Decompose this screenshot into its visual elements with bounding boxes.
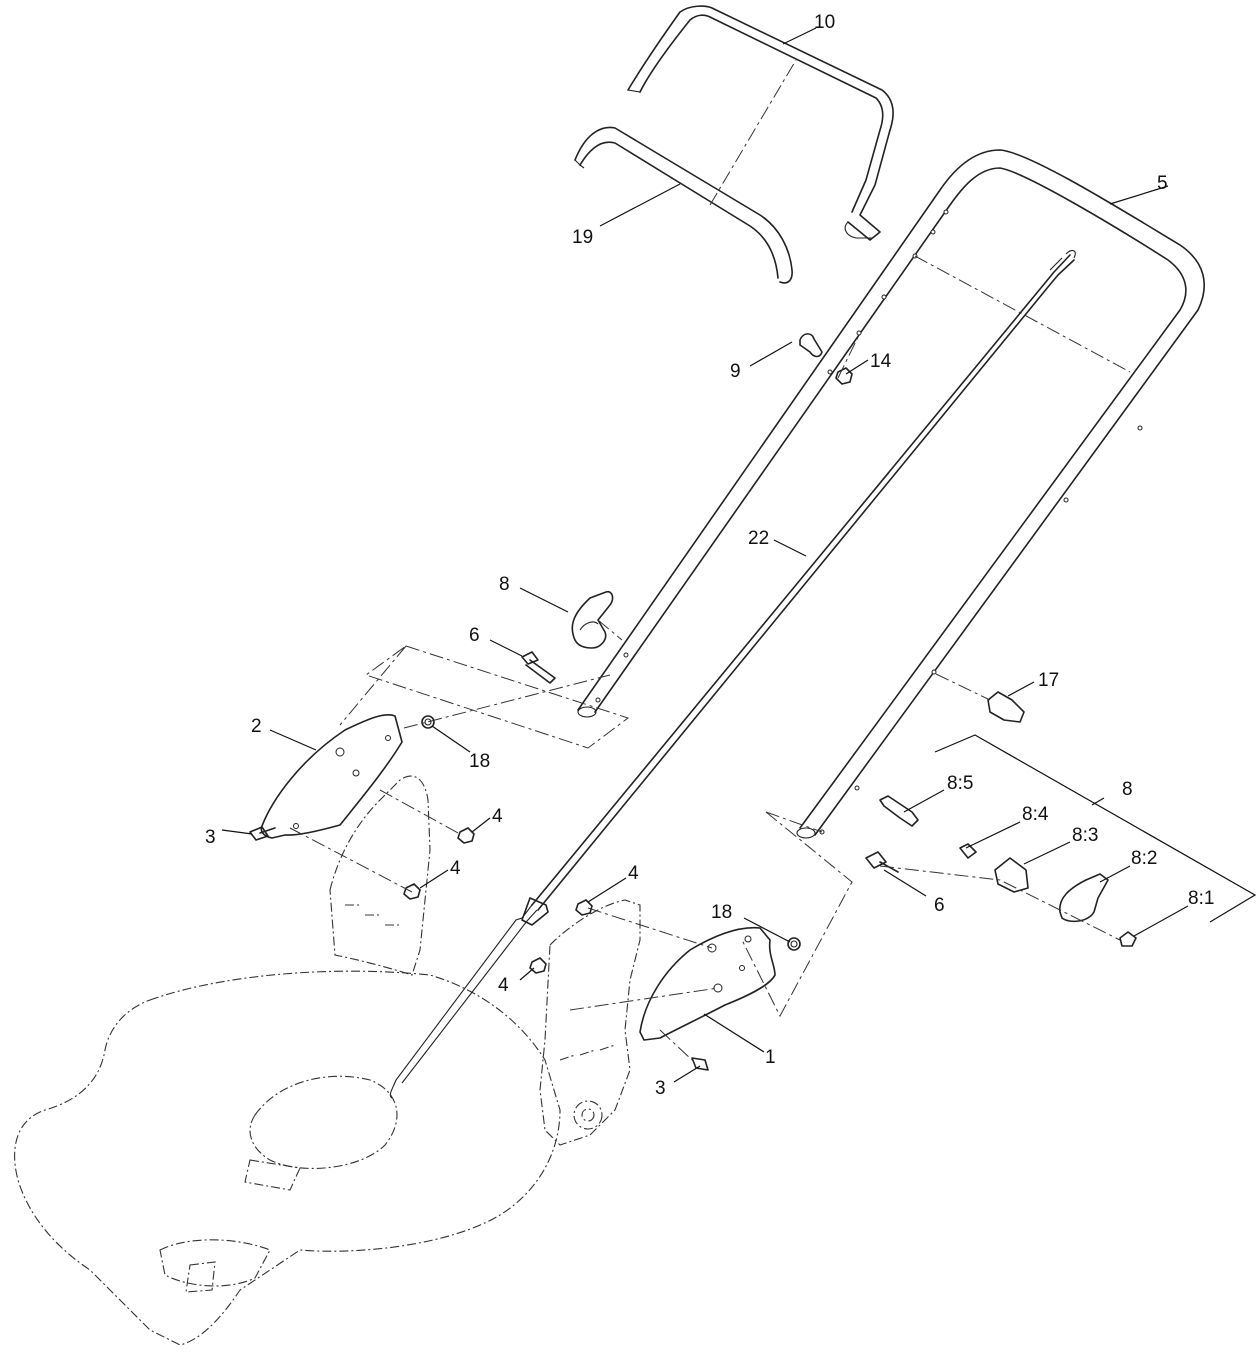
callout-19: 19 — [572, 227, 593, 248]
left-height-bracket — [260, 714, 403, 839]
callout-8-3: 8:3 — [1072, 825, 1098, 846]
callout-17: 17 — [1038, 670, 1059, 691]
callout-4-b: 4 — [450, 858, 461, 879]
nut-4-c — [575, 899, 593, 916]
bolt-18-right — [787, 937, 801, 951]
nut-4-d — [529, 957, 547, 974]
bolt-3-right — [691, 1057, 709, 1071]
callout-2: 2 — [251, 716, 262, 737]
callout-8-1: 8:1 — [1188, 888, 1214, 909]
handle-cover — [574, 126, 793, 284]
mower-deck-ghost — [14, 775, 641, 1346]
bail-handle — [627, 5, 894, 241]
callout-6-right: 6 — [934, 895, 945, 916]
callout-3-left: 3 — [205, 827, 216, 848]
callout-8-upper: 8 — [499, 574, 510, 595]
nut-4-b — [403, 883, 421, 900]
shoulder-bolt-left — [521, 651, 556, 684]
shoulder-bolt-right — [865, 851, 899, 873]
callout-1: 1 — [765, 1047, 776, 1068]
callout-5: 5 — [1157, 173, 1168, 194]
callout-22: 22 — [748, 528, 769, 549]
callout-8-group: 8 — [1122, 779, 1133, 800]
nut-14 — [835, 367, 853, 385]
part-8-1-cap — [1119, 931, 1137, 947]
right-height-bracket — [639, 926, 776, 1041]
callout-9: 9 — [730, 361, 741, 382]
pin-9 — [799, 333, 823, 358]
main-handle — [577, 149, 1205, 839]
assembly-lines — [289, 59, 1131, 1061]
bolt-18-left — [421, 715, 435, 729]
callout-6-left: 6 — [469, 625, 480, 646]
callout-8-5: 8:5 — [947, 773, 973, 794]
leader-lines — [221, 27, 1257, 1083]
callout-8-2: 8:2 — [1131, 848, 1157, 869]
bolt-3-left — [249, 826, 276, 841]
callout-4-a: 4 — [492, 806, 503, 827]
callout-18-right: 18 — [711, 902, 732, 923]
callout-4-d: 4 — [498, 975, 509, 996]
part-8-4-spring — [959, 843, 977, 859]
control-cable — [389, 249, 1076, 1099]
callout-8-4: 8:4 — [1022, 804, 1049, 825]
part-8-3-housing — [994, 857, 1029, 893]
nut-4-a — [457, 827, 475, 844]
callout-18-left: 18 — [469, 751, 490, 772]
callout-labels: 10 19 5 9 14 22 8 6 2 18 3 4 4 4 4 17 8 … — [205, 12, 1214, 1099]
part-8-5-pin — [879, 795, 919, 827]
callout-4-c: 4 — [628, 863, 639, 884]
callout-10: 10 — [814, 12, 835, 33]
callout-3-right: 3 — [655, 1078, 666, 1099]
bracket-17 — [987, 691, 1025, 723]
cam-lever-upper — [571, 590, 614, 649]
callout-14: 14 — [870, 351, 892, 372]
part-8-2-lever — [1059, 873, 1109, 923]
